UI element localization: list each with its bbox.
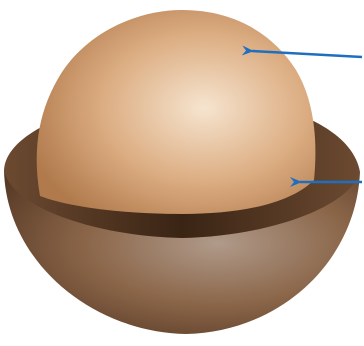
inner-sphere <box>37 10 316 214</box>
